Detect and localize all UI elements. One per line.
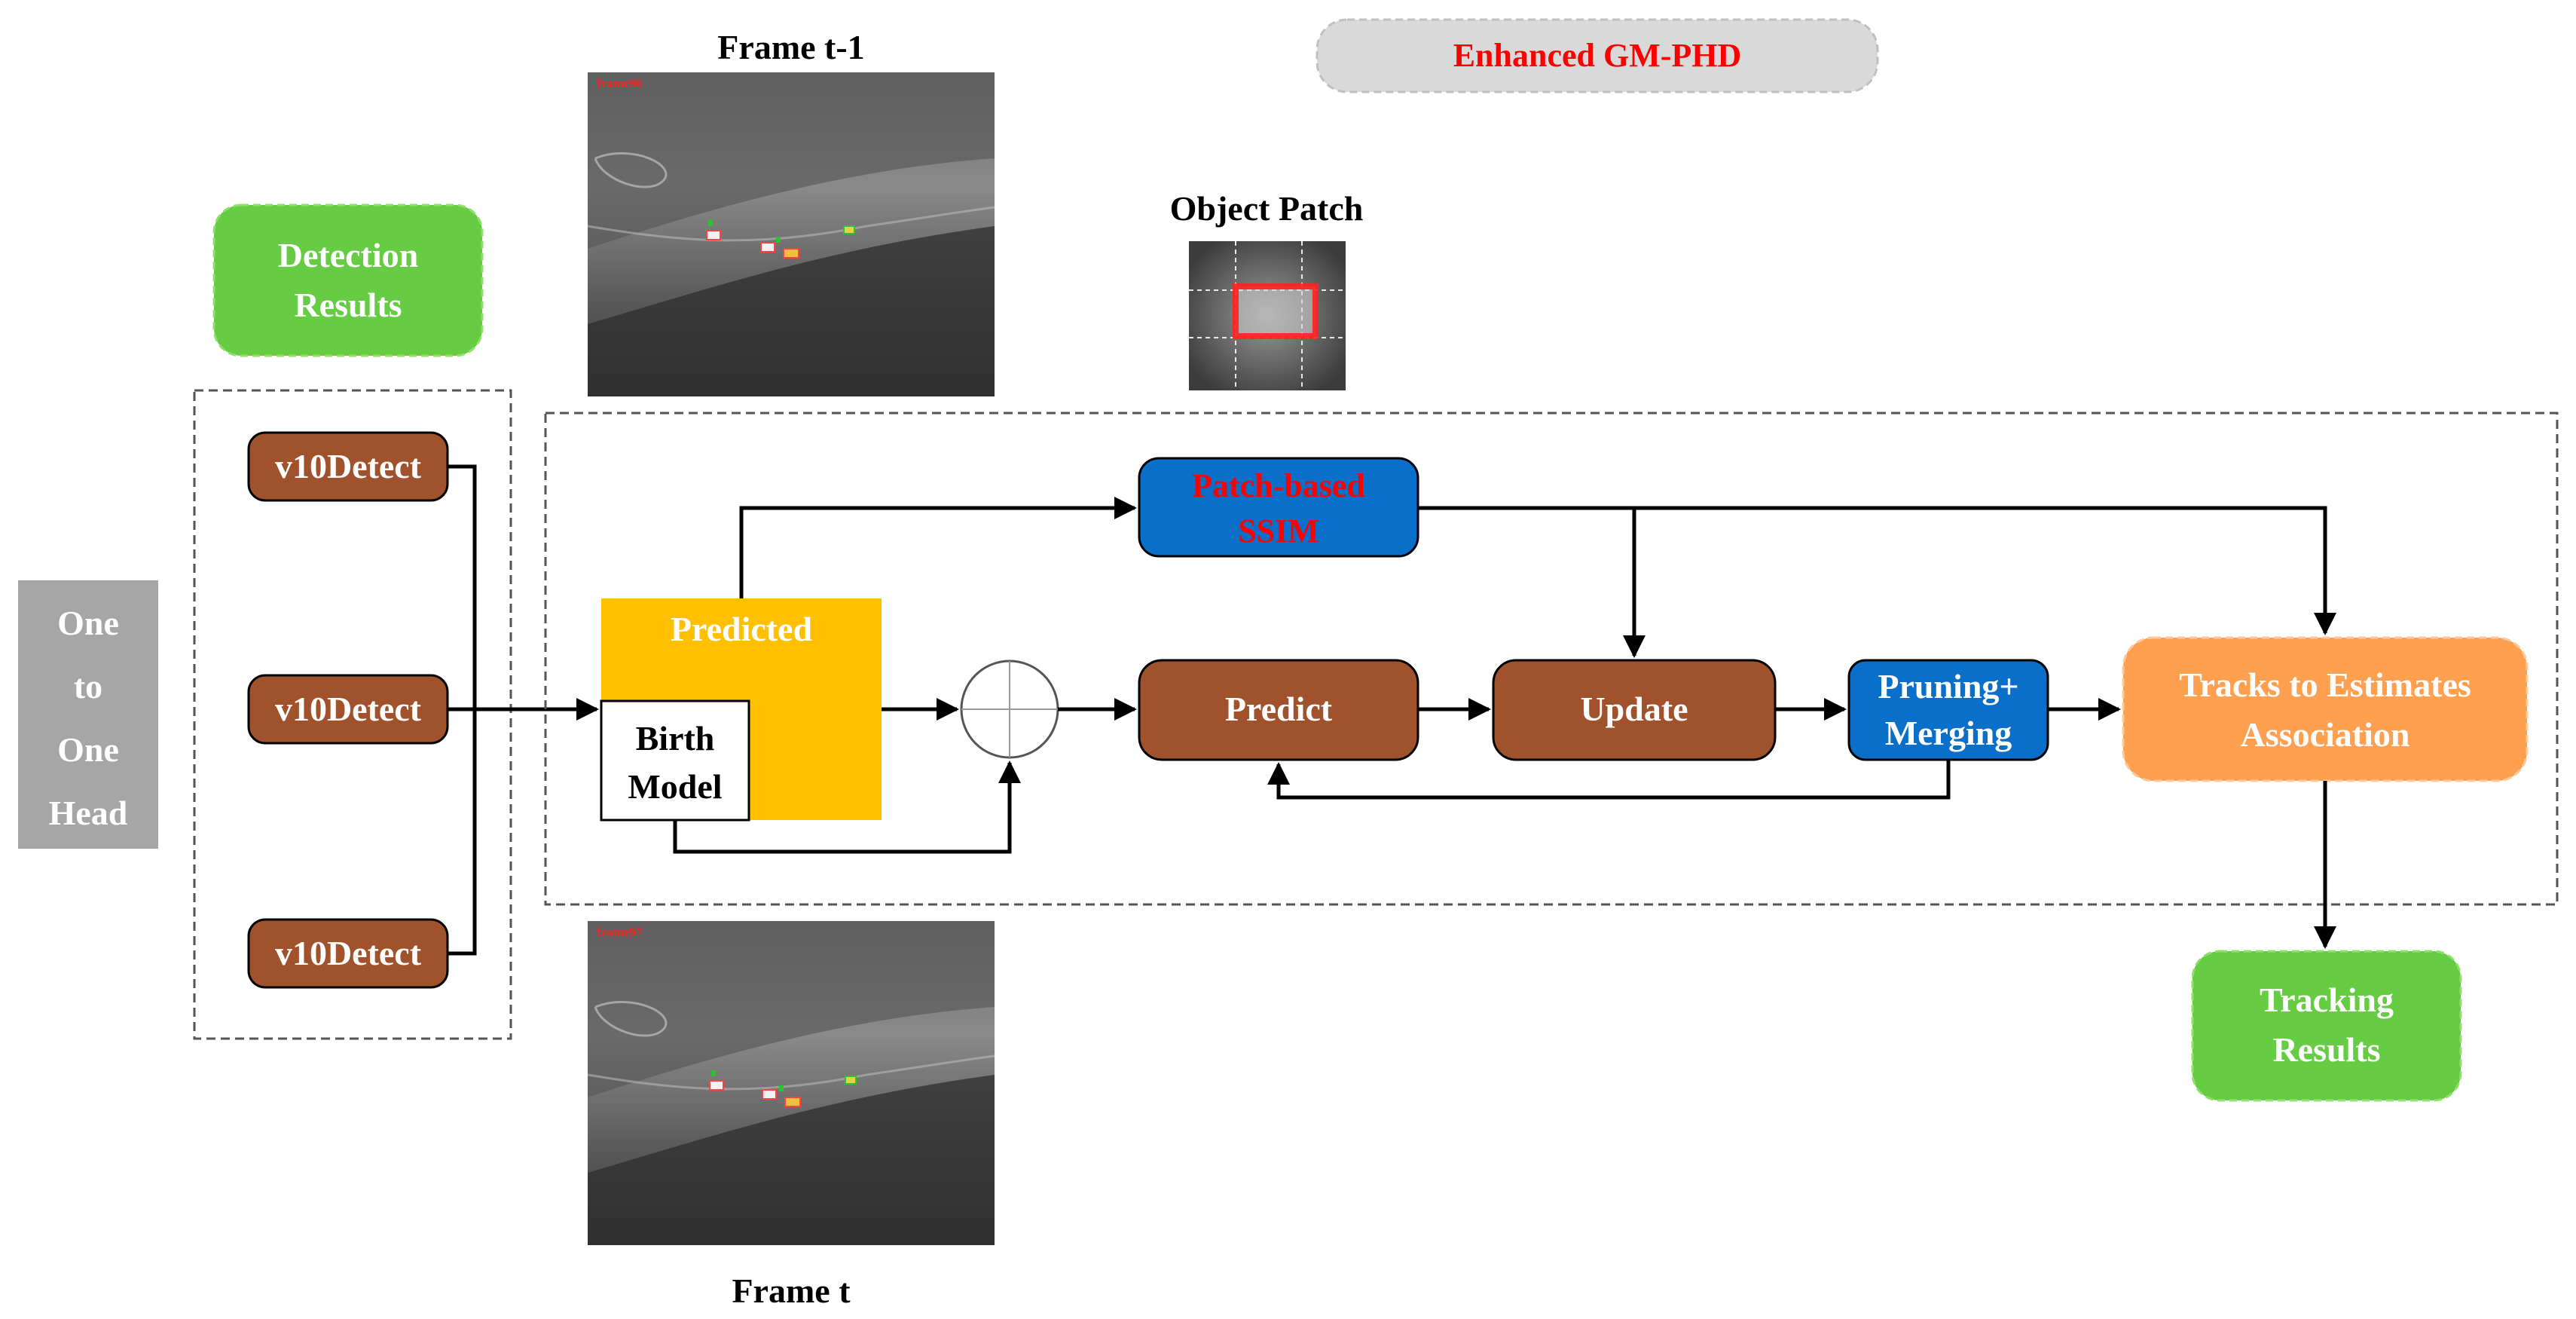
frame-prev-title: Frame t-1: [717, 28, 864, 66]
frame-prev-image: frame96: [587, 72, 995, 396]
patch-ssim-line-1: Patch-based: [1192, 467, 1365, 504]
detection-results-line-2: Results: [294, 286, 402, 324]
tracking-results-line-1: Tracking: [2260, 981, 2394, 1019]
birth-model-line-2: Model: [628, 767, 722, 806]
frame-prev-detections: [706, 220, 855, 259]
tracks-association-box: Tracks to Estimates Association: [2122, 636, 2529, 782]
frame-curr-tag: frame97: [597, 925, 643, 939]
detector-label-2: v10Detect: [275, 690, 422, 728]
predict-label: Predict: [1225, 690, 1333, 728]
detector-label-3: v10Detect: [275, 934, 422, 972]
tracks-association-line-2: Association: [2241, 715, 2410, 754]
detector-group-frame: [193, 389, 512, 1040]
detector-label-1: v10Detect: [275, 447, 422, 485]
object-patch-title: Object Patch: [1170, 189, 1364, 228]
update-box: Update: [1492, 659, 1777, 761]
frame-curr-image: frame97: [587, 921, 995, 1245]
one-to-one-head-block: One to One Head: [18, 580, 158, 849]
detector-merge-connector: [448, 464, 599, 956]
frame-prev-tag: frame96: [597, 76, 642, 90]
tracks-association-line-1: Tracks to Estimates: [2179, 666, 2471, 704]
birth-model-box: Birth Model: [600, 699, 750, 822]
head-line-2: to: [74, 667, 102, 705]
predicted-label: Predicted: [671, 610, 813, 648]
birth-model-line-1: Birth: [636, 719, 715, 757]
enhanced-gmphd-label: Enhanced GM-PHD: [1453, 37, 1742, 74]
arrow-predicted-to-ssim: [739, 497, 1137, 598]
detection-results-box: Detection Results: [212, 204, 484, 357]
gmphd-group-frame: [544, 412, 2559, 906]
head-line-4: Head: [49, 794, 128, 832]
patch-ssim-box: Patch-based SSIM: [1138, 457, 1419, 558]
tracking-results-box: Tracking Results: [2191, 950, 2462, 1102]
head-line-3: One: [57, 730, 119, 769]
pruning-merging-box: Pruning+ Merging: [1847, 659, 2049, 761]
predict-box: Predict: [1138, 659, 1419, 761]
pruning-merging-line-2: Merging: [1885, 714, 2012, 752]
frame-curr-detections: [709, 1070, 857, 1107]
pruning-merging-line-1: Pruning+: [1878, 667, 2018, 705]
detector-box-1: v10Detect: [247, 431, 449, 502]
arrow-feedback-to-predict: [1267, 760, 1951, 800]
arrow-birth-to-sum: [673, 760, 1021, 854]
detector-box-3: v10Detect: [247, 918, 449, 989]
frame-curr-title: Frame t: [732, 1272, 851, 1310]
detector-box-2: v10Detect: [247, 674, 449, 745]
patch-ssim-line-2: SSIM: [1238, 513, 1319, 549]
flow-arrows: [673, 497, 2336, 949]
head-line-1: One: [57, 604, 119, 642]
arrow-ssim-to-association: [1418, 506, 2336, 635]
enhanced-gmphd-badge: Enhanced GM-PHD: [1316, 18, 1879, 93]
summation-node: [960, 660, 1059, 759]
update-label: Update: [1580, 690, 1688, 728]
detection-results-line-1: Detection: [278, 236, 418, 274]
object-patch-image: [1189, 241, 1346, 390]
tracking-results-line-2: Results: [2272, 1030, 2380, 1069]
